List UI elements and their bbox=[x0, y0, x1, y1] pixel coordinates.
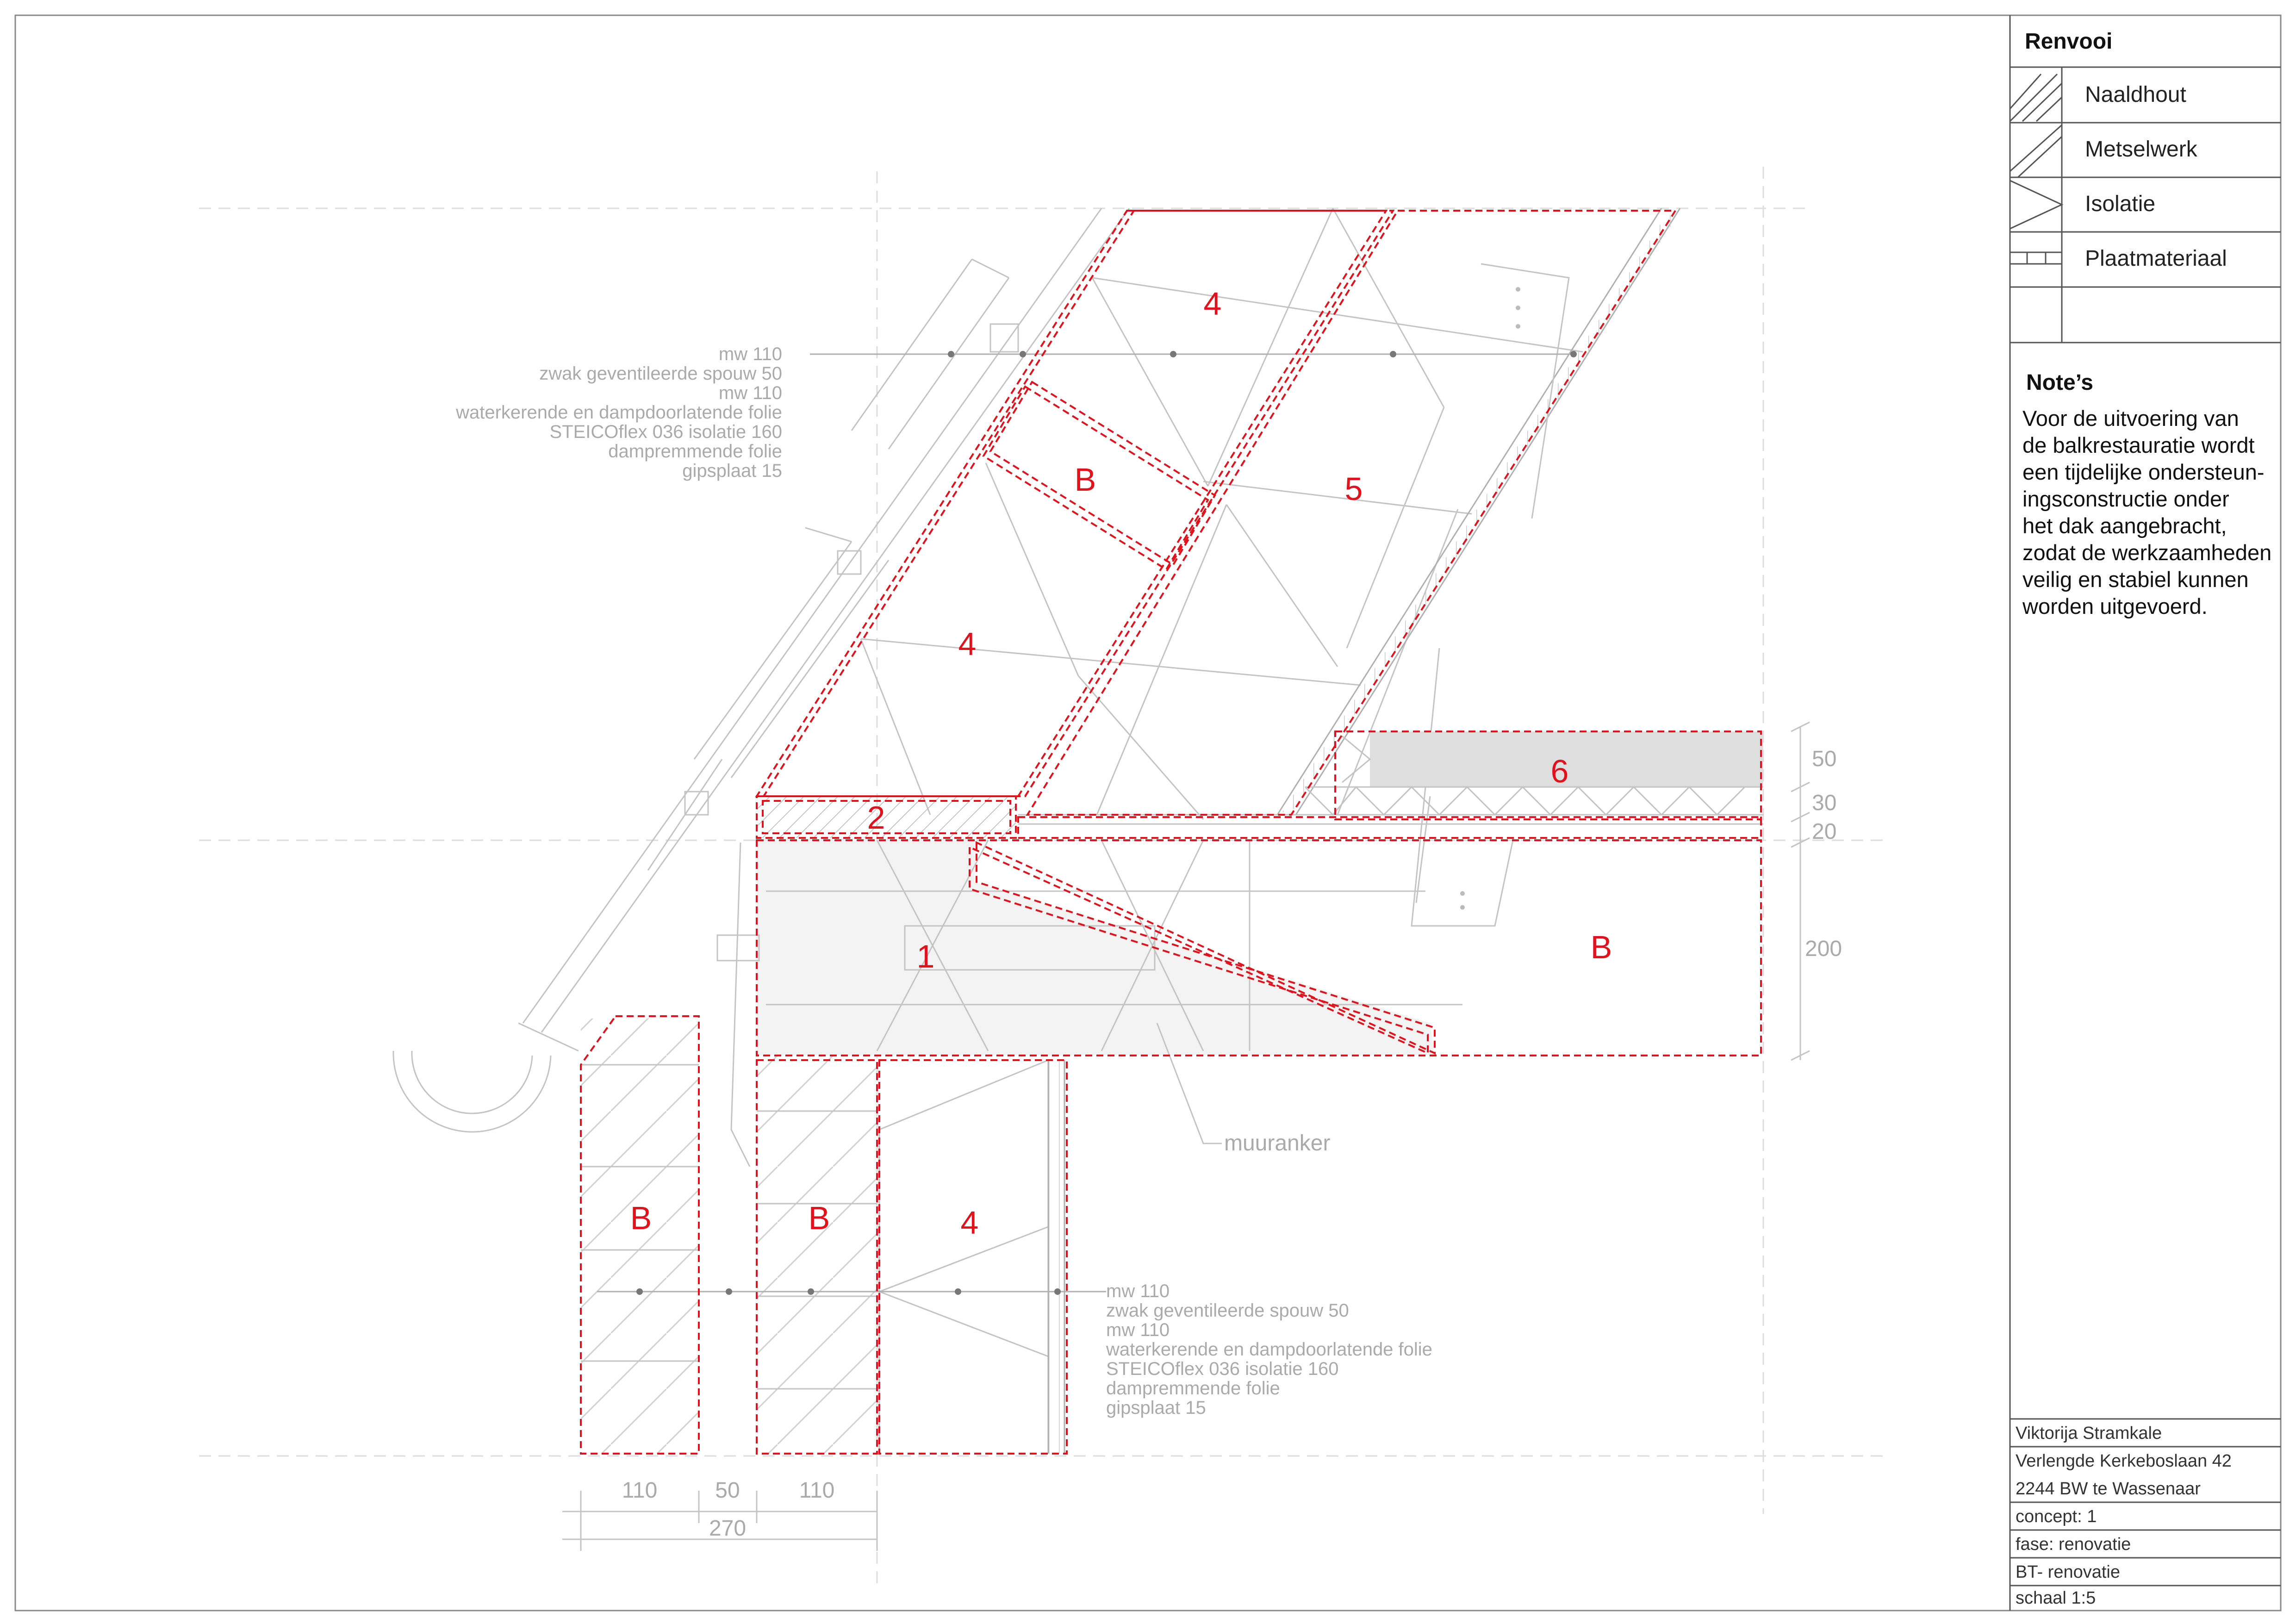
roof-layer-2: zwak geventileerde spouw 50 bbox=[539, 363, 782, 384]
notes-line-8: worden uitgevoerd. bbox=[2022, 594, 2208, 618]
zone-label-wall-inner-b: B bbox=[809, 1200, 830, 1236]
zone-label-floor-6: 6 bbox=[1551, 753, 1569, 789]
wall-layer-4: waterkerende en dampdoorlatende folie bbox=[1106, 1339, 1432, 1360]
zone-label-wall-outer-b: B bbox=[630, 1200, 652, 1236]
wall-layer-3: mw 110 bbox=[1106, 1320, 1170, 1340]
legend-title: Renvooi bbox=[2025, 29, 2112, 54]
beam-fill bbox=[716, 840, 1462, 1144]
brick-walls bbox=[581, 842, 877, 1454]
plaatmateriaal-grid-icon bbox=[2009, 251, 2063, 265]
legend-label-isolatie: Isolatie bbox=[2085, 192, 2155, 216]
wall-layer-annotation: mw 110 zwak geventileerde spouw 50 mw 11… bbox=[1106, 1281, 1432, 1418]
metselwerk-hatch-icon bbox=[2010, 124, 2063, 178]
sheet-frame bbox=[14, 14, 2282, 1612]
titleblock-bt: BT- renovatie bbox=[2016, 1562, 2120, 1582]
roof-layer-5: STEICOflex 036 isolatie 160 bbox=[550, 422, 782, 442]
zone-label-roof-5: 5 bbox=[1345, 471, 1363, 507]
zone-label-roof-b: B bbox=[1075, 462, 1096, 498]
roof-layer-6: dampremmende folie bbox=[608, 441, 782, 462]
wall-insulation-lines bbox=[877, 1059, 1065, 1454]
zone-label-roof-upper-4: 4 bbox=[1204, 286, 1222, 322]
notes-line-7: veilig en stabiel kunnen bbox=[2022, 567, 2249, 592]
leader-lines bbox=[597, 351, 1577, 1295]
dim-bottom-270: 270 bbox=[709, 1516, 746, 1541]
roof-layer-4: waterkerende en dampdoorlatende folie bbox=[455, 402, 782, 423]
roof-layer-3: mw 110 bbox=[719, 383, 782, 403]
floor-assembly bbox=[1018, 731, 1763, 825]
wall-layer-1: mw 110 bbox=[1106, 1281, 1170, 1301]
wall-plate-hatch bbox=[757, 796, 1016, 838]
legend-label-plaatmateriaal: Plaatmateriaal bbox=[2085, 246, 2227, 271]
roof-layer-7: gipsplaat 15 bbox=[682, 461, 782, 481]
titleblock-scale: schaal 1:5 bbox=[2016, 1588, 2096, 1608]
roof-gypsum-board bbox=[1276, 208, 1681, 815]
notes-line-1: Voor de uitvoering van bbox=[2022, 406, 2239, 431]
naaldhout-hatch-icon bbox=[2009, 73, 2063, 122]
notes-line-3: een tijdelijke ondersteun- bbox=[2022, 460, 2265, 484]
titleblock-concept: concept: 1 bbox=[2016, 1507, 2097, 1526]
dim-right-20: 20 bbox=[1812, 819, 1836, 844]
roof-layer-annotation: mw 110 zwak geventileerde spouw 50 mw 11… bbox=[455, 344, 782, 481]
legend-label-naaldhout: Naaldhout bbox=[2085, 82, 2186, 107]
titleblock-address: Verlengde Kerkeboslaan 42 bbox=[2016, 1451, 2232, 1471]
anchor-label: muuranker bbox=[1224, 1131, 1330, 1156]
titleblock-city: 2244 BW te Wassenaar bbox=[2016, 1479, 2201, 1499]
wall-layer-5: STEICOflex 036 isolatie 160 bbox=[1106, 1359, 1338, 1379]
zone-label-beam-1: 1 bbox=[917, 938, 935, 974]
legend-panel bbox=[2009, 15, 2281, 1611]
notes-line-6: zodat de werkzaamheden bbox=[2022, 540, 2271, 565]
notes-line-5: het dak aangebracht, bbox=[2022, 513, 2227, 538]
title-block bbox=[2010, 1418, 2281, 1587]
isolatie-zigzag-icon bbox=[2010, 180, 2064, 230]
titleblock-name: Viktorija Stramkale bbox=[2016, 1424, 2162, 1443]
wall-layer-7: gipsplaat 15 bbox=[1106, 1398, 1206, 1418]
notes-line-4: ingsconstructie onder bbox=[2022, 487, 2229, 511]
zone-label-plate-2: 2 bbox=[867, 800, 885, 836]
dimension-lines bbox=[562, 721, 1810, 1551]
notes-title: Note’s bbox=[2026, 370, 2093, 395]
dim-right-200: 200 bbox=[1805, 937, 1842, 961]
roof-layer-1: mw 110 bbox=[719, 344, 782, 364]
roof-insulation-lines bbox=[860, 208, 1583, 820]
zone-label-beam-b: B bbox=[1591, 929, 1612, 965]
markup-zones bbox=[580, 210, 1762, 1455]
zone-label-roof-lower-4: 4 bbox=[958, 626, 977, 662]
dim-bottom-110b: 110 bbox=[799, 1478, 835, 1503]
dim-right-30: 30 bbox=[1812, 791, 1836, 815]
dim-bottom-50: 50 bbox=[715, 1478, 740, 1503]
zone-label-wall-4: 4 bbox=[961, 1205, 979, 1241]
legend-label-metselwerk: Metselwerk bbox=[2085, 137, 2198, 162]
roof-tile-layers bbox=[392, 208, 1130, 1133]
wall-layer-6: dampremmende folie bbox=[1106, 1378, 1280, 1399]
wall-layer-2: zwak geventileerde spouw 50 bbox=[1106, 1300, 1349, 1321]
titleblock-phase: fase: renovatie bbox=[2016, 1535, 2131, 1554]
dim-right-50: 50 bbox=[1812, 747, 1836, 771]
notes-line-2: de balkrestauratie wordt bbox=[2022, 433, 2255, 457]
dim-bottom-110a: 110 bbox=[622, 1478, 658, 1503]
